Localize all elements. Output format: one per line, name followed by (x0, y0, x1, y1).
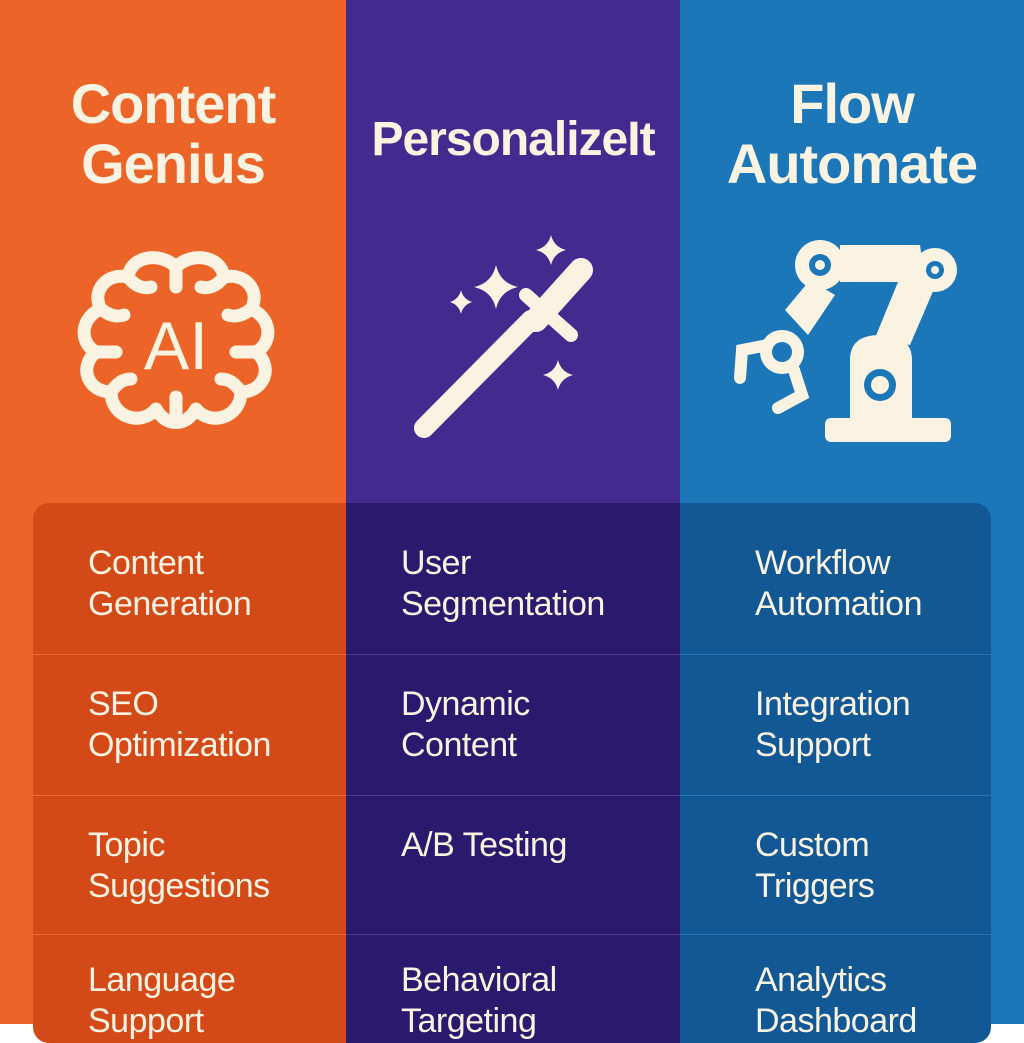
row-divider (680, 654, 991, 655)
feature-cell: Workflow Automation (755, 544, 923, 623)
product-title-content-genius: Content Genius (70, 72, 277, 195)
feature-cell: Analytics Dashboard (755, 961, 917, 1040)
feature-cell: Topic Suggestions (88, 826, 270, 905)
row-divider (346, 654, 680, 655)
product-title-flow-automate: Flow Automate (726, 72, 978, 195)
feature-cell: User Segmentation (401, 544, 605, 623)
svg-text:AI: AI (144, 308, 208, 384)
features-content-genius: Content Generation SEO Optimization Topi… (33, 503, 346, 1043)
feature-cell: Language Support (88, 961, 236, 1040)
feature-cell: Dynamic Content (401, 685, 530, 764)
row-divider (346, 934, 680, 935)
robotic-arm-icon (734, 240, 957, 442)
row-divider (680, 934, 991, 935)
feature-cell: Content Generation (88, 544, 252, 623)
product-title-personalizeit: PersonalizeIt (371, 113, 655, 166)
magic-wand-icon (414, 235, 593, 438)
features-personalizeit: User Segmentation Dynamic Content A/B Te… (346, 503, 680, 1043)
feature-comparison-panel: Content Generation SEO Optimization Topi… (33, 503, 991, 1043)
features-flow-automate: Workflow Automation Integration Support … (680, 503, 991, 1043)
row-divider (33, 654, 346, 655)
row-divider (346, 795, 680, 796)
feature-cell: Custom Triggers (755, 826, 875, 905)
feature-cell: SEO Optimization (88, 685, 271, 764)
row-divider (680, 795, 991, 796)
row-divider (33, 934, 346, 935)
feature-cell: A/B Testing (401, 826, 567, 864)
brain-ai-icon: AI (77, 251, 275, 429)
feature-cell: Behavioral Targeting (401, 961, 557, 1040)
row-divider (33, 795, 346, 796)
feature-cell: Integration Support (755, 685, 911, 764)
